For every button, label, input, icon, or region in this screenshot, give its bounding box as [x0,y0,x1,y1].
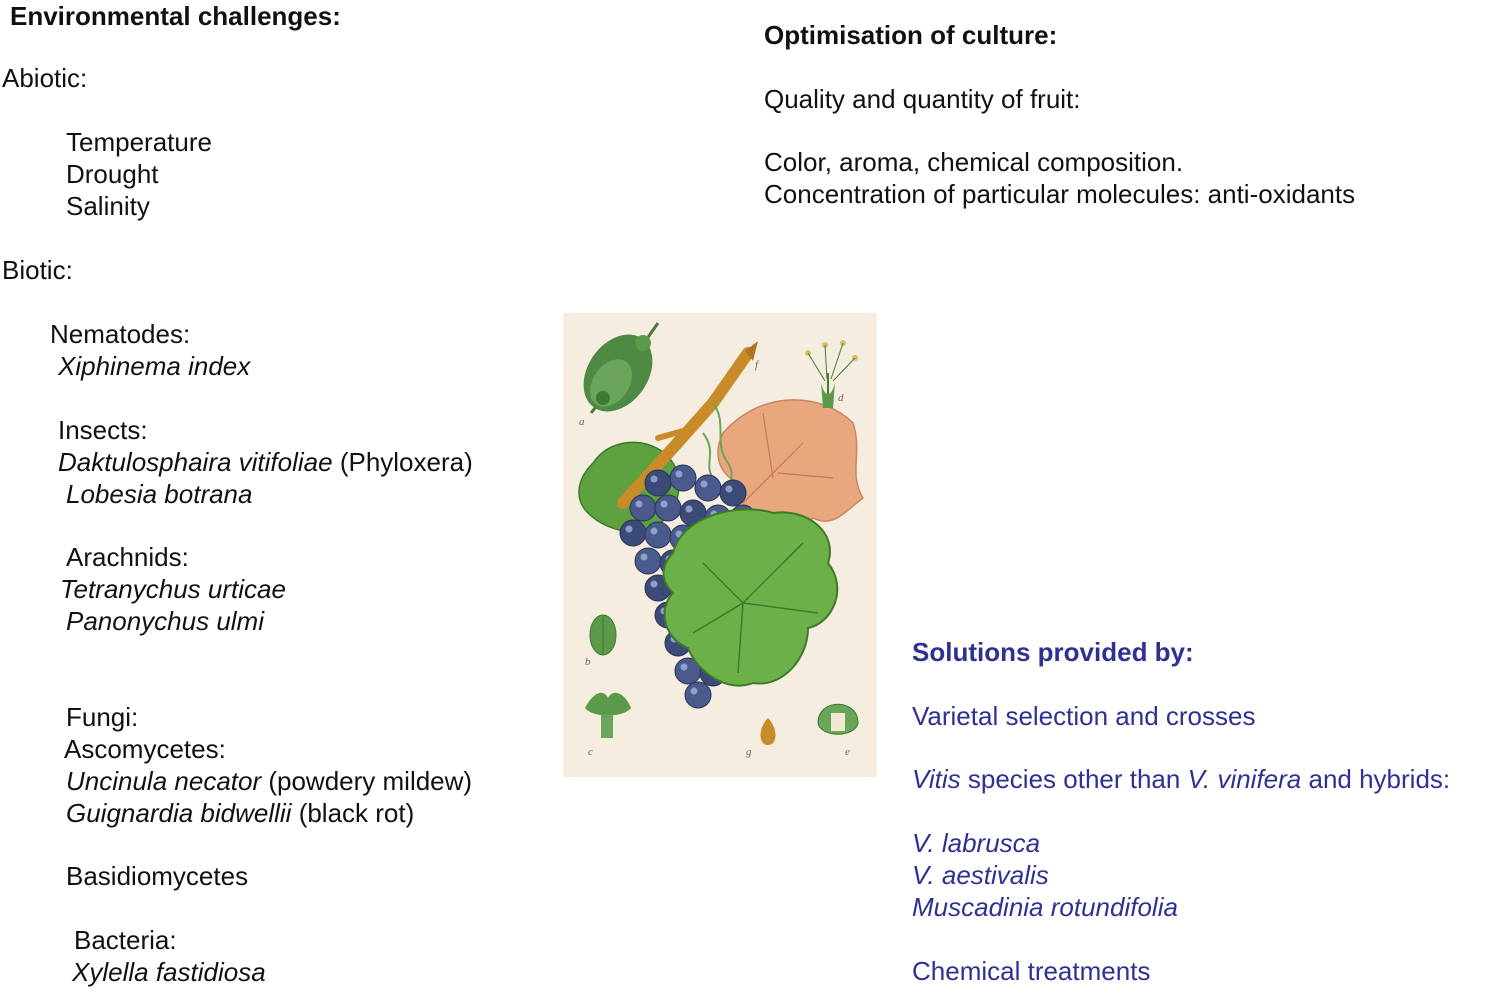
fungi-species-1: Uncinula necator (powdery mildew) [66,766,472,796]
solution-item: Varietal selection and crosses [912,701,1256,731]
grape-highlight [650,527,658,535]
leaf-green-front [662,508,839,687]
insects-species-1: Daktulosphaira vitifoliae (Phyloxera) [58,447,473,477]
basidiomycetes-label: Basidiomycetes [66,861,249,891]
grape-berry [654,494,682,522]
bud-detail-b [589,614,617,656]
illustration-label: d [838,392,844,404]
bacteria-species: Xylella fastidiosa [72,957,266,987]
biotic-label: Biotic: [2,255,73,285]
grape-highlight [685,505,693,513]
illustration-label: e [845,746,850,758]
environmental-challenges-title: Environmental challenges: [10,1,341,31]
grape-highlight [680,663,688,671]
culture-line: Color, aroma, chemical composition. [764,147,1184,177]
solution-item: Vitis species other than V. vinifera and… [912,764,1450,794]
solution-species: V. aestivalis [912,860,1049,890]
grape-highlight [725,485,733,493]
grape-highlight [700,480,708,488]
culture-line: Quality and quantity of fruit: [764,84,1081,114]
grape-highlight [675,470,683,478]
seed-detail-g [760,718,776,745]
arachnids-species-1: Tetranychus urticae [60,574,286,604]
species-name: Guignardia bidwellii [66,798,292,828]
nematodes-label: Nematodes: [50,319,191,349]
grape-berry [669,464,697,492]
abiotic-item: Salinity [66,191,150,221]
grape-berry [694,474,722,502]
grape-berry [684,681,712,709]
arachnids-species-2: Panonychus ulmi [66,606,264,636]
illustration-label: a [579,416,585,428]
solution-species: V. labrusca [912,828,1041,858]
grape-berry [634,547,662,575]
illustration-label: g [746,746,752,758]
nematodes-species: Xiphinema index [58,351,251,381]
solution-text: species other than [960,764,1188,794]
illustration-label: b [585,656,591,668]
species-name: Daktulosphaira vitifoliae [58,447,333,477]
species-note: (Phyloxera) [332,447,473,477]
tendril [702,432,714,479]
species-name: V. vinifera [1187,764,1302,794]
grape-highlight [650,580,658,588]
flower-detail-e [817,703,859,735]
optimisation-title: Optimisation of culture: [764,20,1058,50]
grapevine-illustration: a b c d e f g [563,313,877,777]
genus-name: Vitis [912,764,961,794]
species-note: (black rot) [291,798,415,828]
culture-line: Concentration of particular molecules: a… [764,179,1356,209]
solution-item: Chemical treatments [912,956,1151,986]
solutions-title: Solutions provided by: [912,637,1194,667]
fungi-label: Fungi: [66,702,139,732]
insects-species-2: Lobesia botrana [66,479,253,509]
species-name: Uncinula necator [66,766,262,796]
grape-highlight [625,525,633,533]
abiotic-item: Drought [66,159,159,189]
flower-detail-d [805,340,858,408]
grape-highlight [640,553,648,561]
grape-highlight [690,687,698,695]
grape-highlight [660,500,668,508]
grape-berry [719,479,747,507]
flower-detail-c [585,692,631,738]
solution-text: and hybrids: [1301,764,1451,794]
insects-label: Insects: [58,415,148,445]
abiotic-item: Temperature [66,127,212,157]
grape-berry [629,494,657,522]
fungi-species-2: Guignardia bidwellii (black rot) [66,798,414,828]
species-note: (powdery mildew) [261,766,473,796]
flower-cluster-a [583,322,660,414]
grapevine-drawing: a b c d e f g [578,322,864,758]
arachnids-label: Arachnids: [66,542,189,572]
solution-species: Muscadinia rotundifolia [912,892,1178,922]
grape-berry [644,469,672,497]
bacteria-label: Bacteria: [74,925,177,955]
ascomycetes-label: Ascomycetes: [64,734,226,764]
grape-highlight [635,500,643,508]
abiotic-label: Abiotic: [2,63,88,93]
grape-highlight [650,475,658,483]
grape-berry [619,519,647,547]
illustration-label: f [755,359,760,371]
illustration-label: c [588,746,593,758]
grape-berry [644,521,672,549]
